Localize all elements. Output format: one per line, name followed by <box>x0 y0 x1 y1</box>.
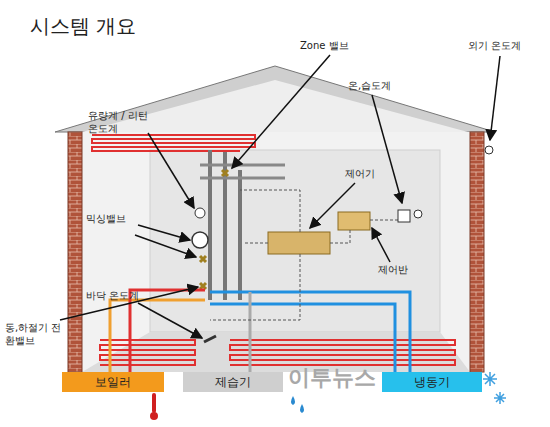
outdoor-sensor-label: 외기 온도계 <box>468 40 521 53</box>
equipment-name: 보일러 <box>95 374 131 391</box>
zone-valve-label: Zone 밸브 <box>300 40 349 53</box>
diagram-title: 시스템 개요 <box>30 14 136 39</box>
watermark: 이투뉴스 <box>288 364 376 392</box>
equipment-band: 보일러 <box>62 372 164 392</box>
equipment-name: 제습기 <box>215 374 251 391</box>
floor-sensor-label: 바닥 온도계 <box>86 290 139 303</box>
control-panel-label: 제어반 <box>378 264 408 277</box>
equipment-band: 냉동기 <box>382 372 482 392</box>
switch-valve-label: 동,하절기 전환밸브 <box>5 322 65 347</box>
equipment-band: 제습기 <box>183 372 283 392</box>
humidity-sensor-label: 온,습도계 <box>348 80 391 93</box>
equipment-name: 냉동기 <box>414 374 450 391</box>
controller-label: 제어기 <box>345 168 375 181</box>
flow-meter-label: 유량계 / 리턴온도계 <box>88 110 148 135</box>
mixing-valve-label: 믹싱밸브 <box>86 213 126 226</box>
